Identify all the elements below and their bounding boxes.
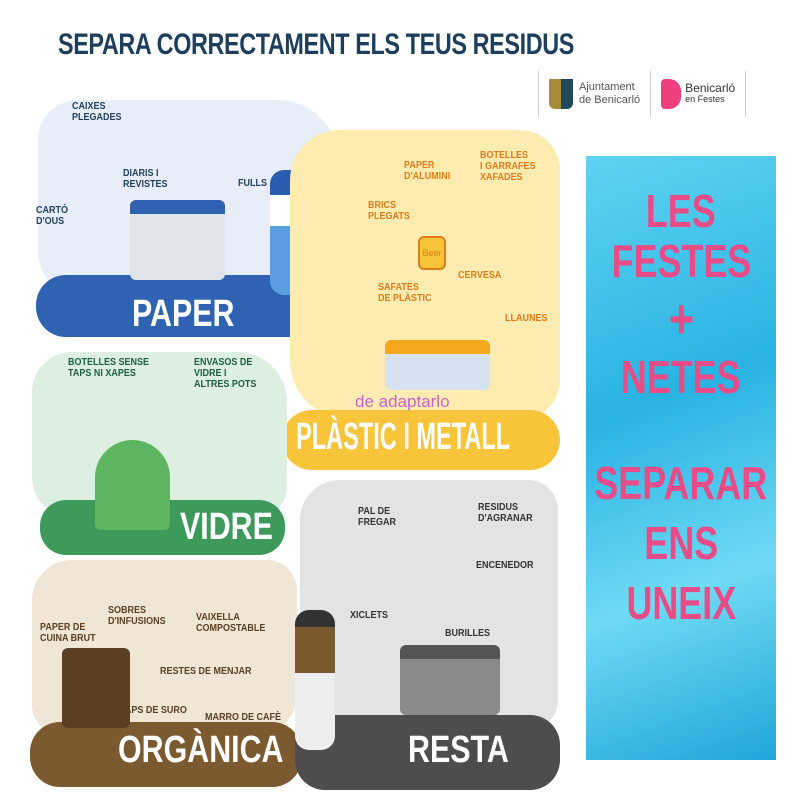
plastic-label-3: CERVESA <box>458 270 502 281</box>
divider <box>650 71 652 117</box>
organica-label-5: MARRO DE CAFÈ <box>205 712 282 723</box>
organica-title: ORGÀNICA <box>118 729 284 771</box>
plastic-label-5: LLAUNES <box>505 313 548 324</box>
plastic-base <box>282 410 560 470</box>
poster-line-2: + <box>668 287 694 350</box>
divider <box>745 71 747 117</box>
organica-base <box>30 722 302 787</box>
festes-line2: en Festes <box>685 94 725 104</box>
vidre-label-1: ENVASOS DE VIDRE I ALTRES POTS <box>194 357 257 390</box>
plastic-label-1: BOTELLES I GARRAFES XAFADES <box>480 150 536 183</box>
plastic-label-2: BRICS PLEGATS <box>368 200 410 222</box>
paper-label-1: DIARIS I REVISTES <box>123 168 168 190</box>
divider <box>538 71 539 117</box>
resta-base <box>295 715 560 790</box>
paper-title: PAPER <box>132 293 235 335</box>
paper-label-2: FULLS <box>238 178 267 189</box>
shield-icon <box>549 79 573 109</box>
ajuntament-line1: Ajuntament <box>579 81 635 93</box>
resta-label-2: ENCENEDOR <box>476 560 534 571</box>
paper-label-0: CAIXES PLEGADES <box>72 101 122 123</box>
organica-label-1: SOBRES D'INFUSIONS <box>108 605 166 627</box>
poster-line-5: ENS <box>644 517 718 569</box>
plastic-bin <box>385 340 490 390</box>
festes-logo: Benicarló en Festes <box>661 79 735 109</box>
poster-line-6: UNEIX <box>626 577 736 629</box>
b-logo-icon <box>661 79 682 109</box>
person-icon <box>295 610 335 750</box>
organica-label-4: TAPS DE SURO <box>120 705 187 716</box>
festes-poster: LES FESTES + NETES SEPARAR ENS UNEIX <box>586 156 776 760</box>
paper-label-3: CARTÓ D'OUS <box>36 205 69 227</box>
plastic-label-4: SAFATES DE PLÀSTIC <box>378 282 432 304</box>
logos: Ajuntament de Benicarló Benicarló en Fes… <box>538 68 790 120</box>
resta-bin <box>400 645 500 715</box>
organica-label-0: PAPER DE CUINA BRUT <box>40 622 96 644</box>
organica-bin <box>62 648 130 728</box>
resta-title: RESTA <box>408 729 509 771</box>
poster-line-1: FESTES <box>611 235 751 287</box>
poster-line-4: SEPARAR <box>594 457 768 509</box>
ajuntament-line2: de Benicarló <box>579 94 641 106</box>
resta-label-1: RESIDUS D'AGRANAR <box>478 502 533 524</box>
resta-label-4: BURILLES <box>445 628 490 639</box>
vidre-title: VIDRE <box>180 506 273 548</box>
page-title: SEPARA CORRECTAMENT ELS TEUS RESIDUS <box>58 28 574 61</box>
resta-label-0: PAL DE FREGAR <box>358 506 397 528</box>
watermark: de adaptarlo <box>355 392 450 411</box>
festes-line1: Benicarló <box>685 81 736 95</box>
plastic-label-0: PAPER D'ALUMINI <box>404 160 451 182</box>
ajuntament-logo: Ajuntament de Benicarló <box>549 79 640 109</box>
organica-label-2: VAIXELLA COMPOSTABLE <box>196 612 266 634</box>
vidre-label-0: BOTELLES SENSE TAPS NI XAPES <box>68 357 150 379</box>
paper-bin <box>130 200 225 280</box>
resta-label-3: XICLETS <box>350 610 389 621</box>
organica-label-3: RESTES DE MENJAR <box>160 666 252 677</box>
poster-line-0: LES <box>646 185 716 237</box>
vidre-igloo <box>95 440 170 530</box>
plastic-title: PLÀSTIC I METALL <box>296 416 511 458</box>
poster-line-3: NETES <box>621 351 741 403</box>
beer-can-icon: Beer <box>418 236 446 270</box>
